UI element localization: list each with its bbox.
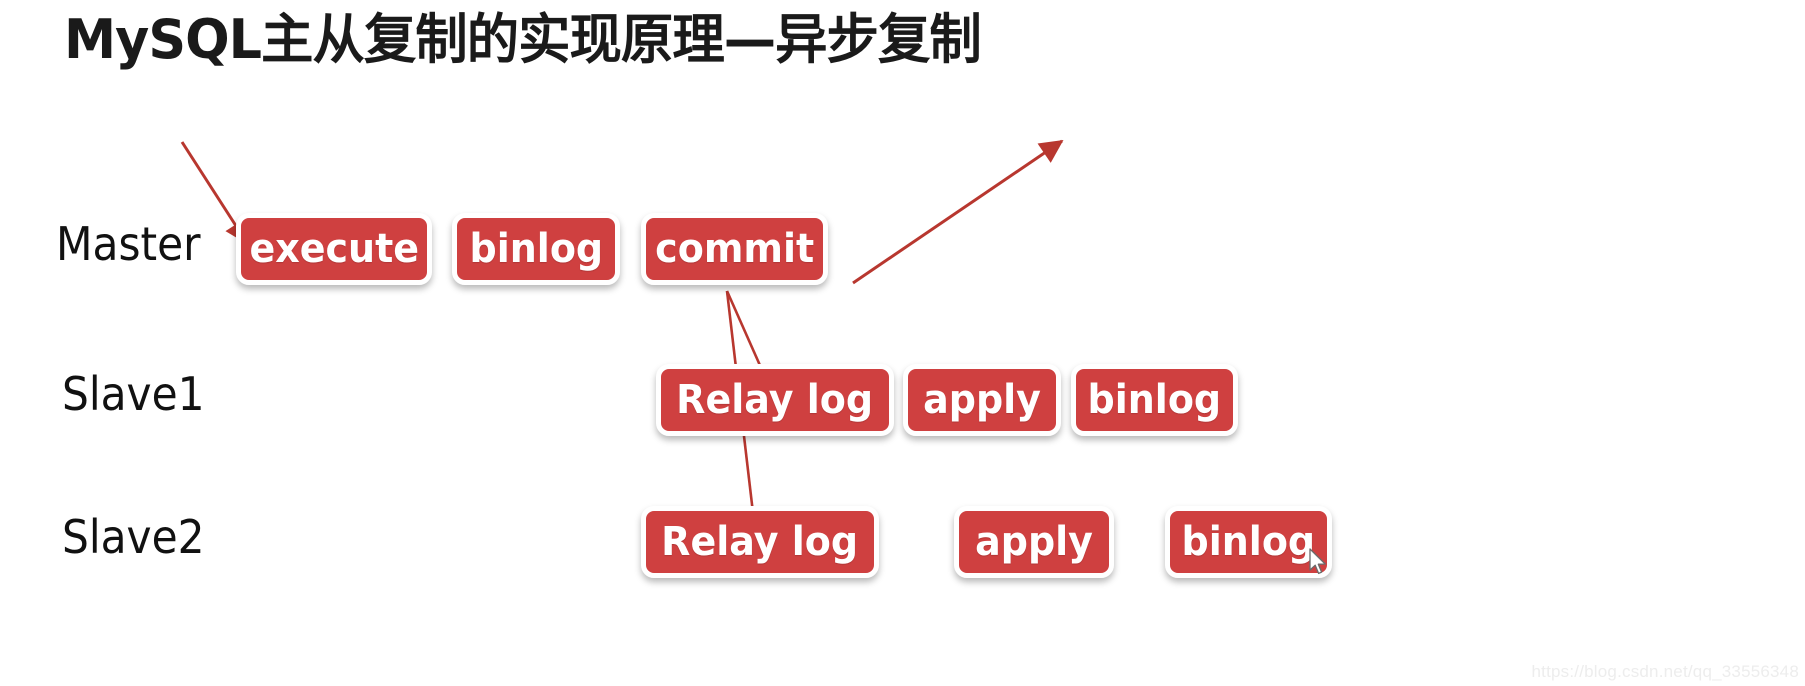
node-slave1-binlog[interactable]: binlog [1071,364,1238,436]
node-slave2-relay-log[interactable]: Relay log [641,506,879,578]
mouse-cursor [1309,548,1326,575]
node-master-execute[interactable]: execute [236,213,432,285]
node-label: Relay log [676,377,874,423]
node-master-commit[interactable]: commit [641,213,828,285]
row-label-slave2: Slave2 [62,510,205,564]
node-label: Relay log [661,519,859,565]
node-label: apply [975,519,1093,565]
client-ack-arrow [852,139,1064,285]
page-title: MySQL主从复制的实现原理—异步复制 [64,8,982,71]
node-slave1-apply[interactable]: apply [903,364,1061,436]
node-label: binlog [469,226,603,272]
node-label: binlog [1181,519,1316,565]
node-slave2-apply[interactable]: apply [954,506,1114,578]
node-label: execute [249,226,419,272]
node-slave1-relay-log[interactable]: Relay log [656,364,894,436]
node-label: binlog [1087,377,1222,423]
node-label: apply [923,377,1041,423]
row-label-slave1: Slave1 [62,367,205,421]
node-master-binlog[interactable]: binlog [452,213,620,285]
node-label: commit [654,226,815,272]
row-label-master: Master [56,217,201,271]
watermark: https://blog.csdn.net/qq_33556348 [1531,662,1799,681]
node-slave2-binlog[interactable]: binlog [1165,506,1332,578]
